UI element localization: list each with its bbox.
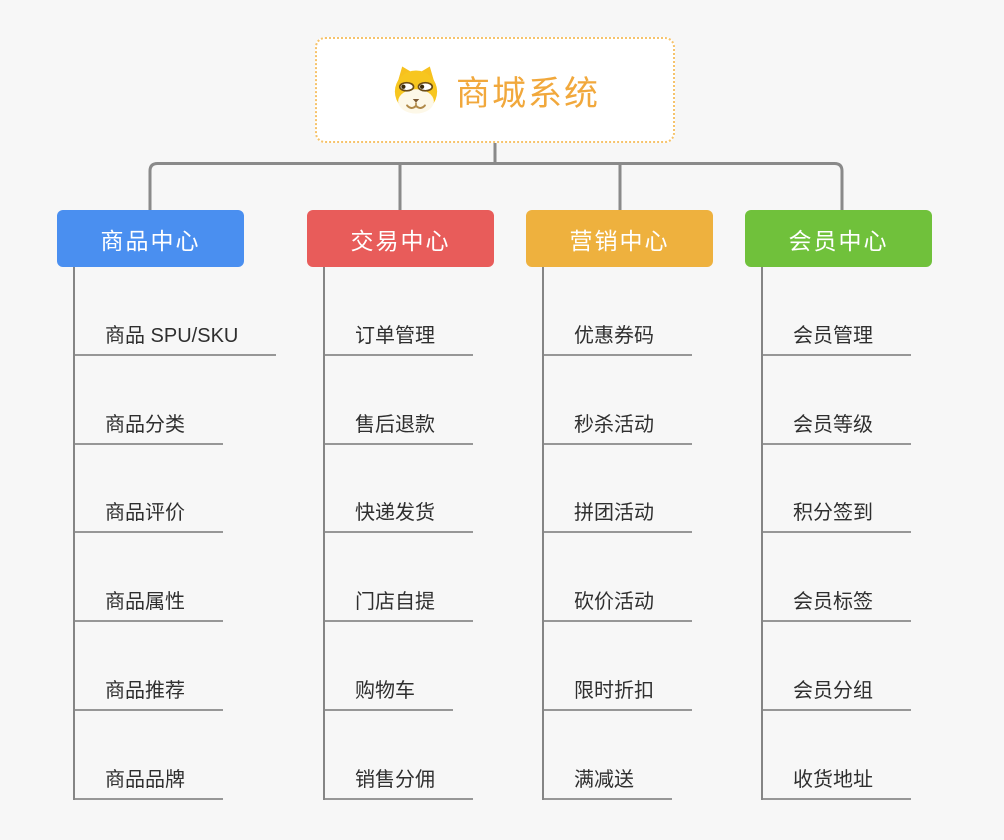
branch-items-member-center: 会员管理 会员等级 积分签到 会员标签 会员分组 收货地址 [761, 267, 911, 800]
node-product-attribute[interactable]: 商品属性 [75, 533, 223, 623]
node-product-spu-sku[interactable]: 商品 SPU/SKU [75, 267, 277, 356]
node-product-review[interactable]: 商品评价 [75, 445, 223, 534]
node-full-reduction[interactable]: 满减送 [544, 711, 672, 800]
node-store-pickup[interactable]: 门店自提 [325, 533, 473, 623]
branch-header-product-center[interactable]: 商品中心 [57, 210, 244, 267]
node-product-recommend[interactable]: 商品推荐 [75, 622, 223, 711]
node-shipping-address[interactable]: 收货地址 [763, 711, 911, 800]
branch-header-member-center[interactable]: 会员中心 [745, 210, 932, 267]
node-member-level[interactable]: 会员等级 [763, 356, 911, 445]
node-member-group[interactable]: 会员分组 [763, 622, 911, 711]
node-limited-discount[interactable]: 限时折扣 [544, 622, 692, 711]
node-member-tag[interactable]: 会员标签 [763, 533, 911, 623]
root-node-mall-system[interactable]: 商城系统 [315, 37, 675, 143]
node-product-category[interactable]: 商品分类 [75, 356, 223, 445]
branch-items-product-center: 商品 SPU/SKU 商品分类 商品评价 商品属性 商品推荐 商品品牌 [73, 267, 277, 800]
node-points-checkin[interactable]: 积分签到 [763, 445, 911, 534]
node-aftersale-refund[interactable]: 售后退款 [325, 356, 473, 445]
node-order-management[interactable]: 订单管理 [325, 267, 473, 356]
doge-icon [394, 66, 438, 114]
node-member-management[interactable]: 会员管理 [763, 267, 911, 356]
branch-header-trade-center[interactable]: 交易中心 [307, 210, 494, 267]
branch-items-marketing-center: 优惠券码 秒杀活动 拼团活动 砍价活动 限时折扣 满减送 [542, 267, 692, 800]
node-product-brand[interactable]: 商品品牌 [75, 711, 223, 800]
node-coupon-code[interactable]: 优惠券码 [544, 267, 692, 356]
node-group-buying[interactable]: 拼团活动 [544, 445, 692, 534]
node-shopping-cart[interactable]: 购物车 [325, 622, 453, 711]
branch-header-marketing-center[interactable]: 营销中心 [526, 210, 713, 267]
node-express-shipping[interactable]: 快递发货 [325, 445, 473, 534]
root-node-title: 商城系统 [456, 74, 600, 113]
branch-items-trade-center: 订单管理 售后退款 快递发货 门店自提 购物车 销售分佣 [323, 267, 473, 800]
node-flash-sale[interactable]: 秒杀活动 [544, 356, 692, 445]
node-bargain-activity[interactable]: 砍价活动 [544, 533, 692, 623]
node-sales-commission[interactable]: 销售分佣 [325, 711, 473, 800]
